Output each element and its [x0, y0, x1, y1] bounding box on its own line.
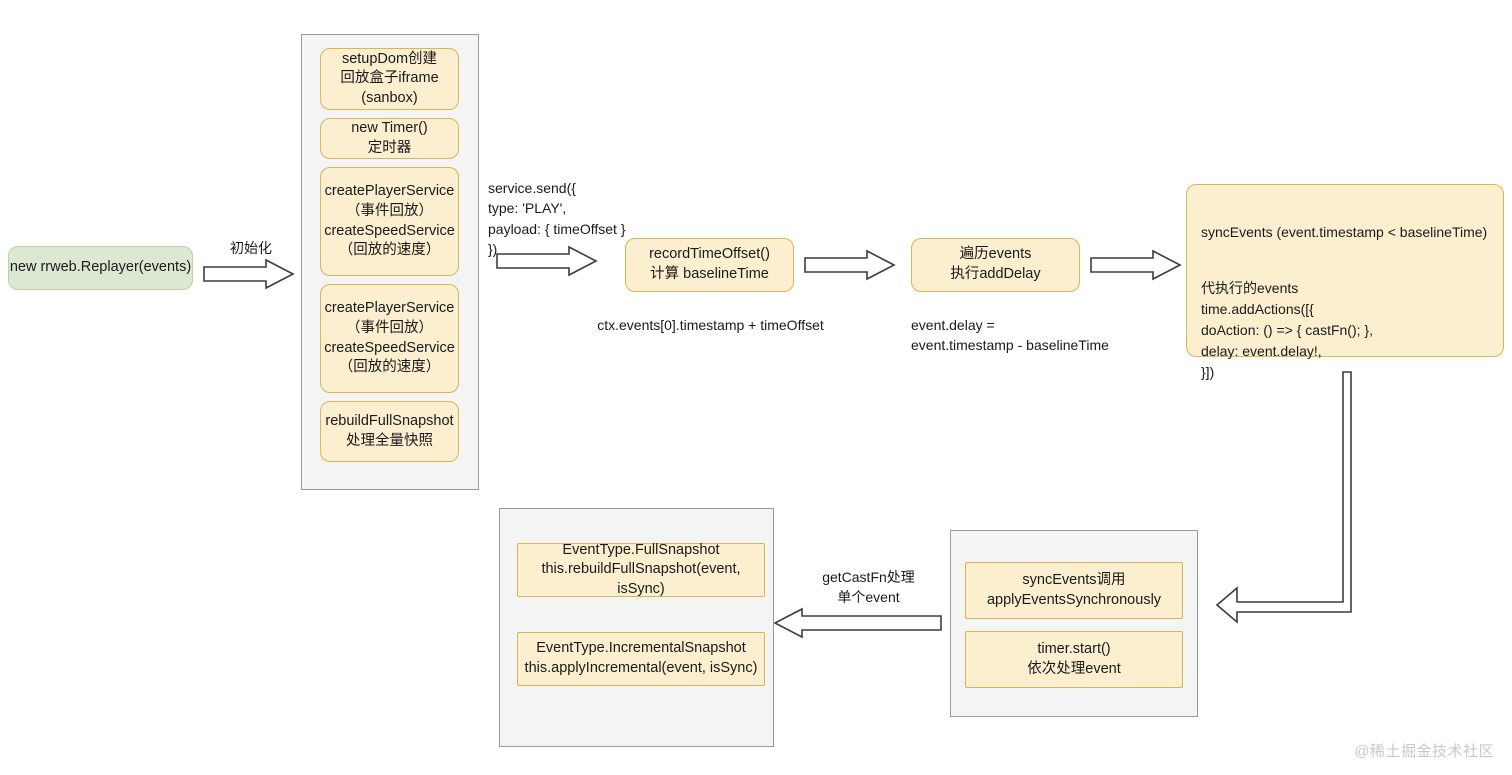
arrow-to-traverse-events: [804, 249, 896, 281]
arrow-to-sync-events: [1090, 249, 1182, 281]
timer-item-timer-start[interactable]: timer.start() 依次处理event: [965, 631, 1183, 688]
start-node-replayer[interactable]: new rrweb.Replayer(events): [8, 246, 193, 290]
note-event-delay: event.delay = event.timestamp - baseline…: [911, 317, 1109, 354]
watermark: @稀土掘金技术社区: [1354, 743, 1494, 760]
edge-label-service-send: service.send({ type: 'PLAY', payload: { …: [488, 180, 626, 257]
init-item-rebuild-full-snapshot[interactable]: rebuildFullSnapshot 处理全量快照: [320, 401, 459, 462]
sync-events-body: 代执行的events time.addActions([{ doAction: …: [1201, 280, 1373, 380]
step-traverse-events[interactable]: 遍历events 执行addDelay: [911, 238, 1080, 292]
timer-panel: [950, 530, 1198, 717]
init-item-create-services-2[interactable]: createPlayerService （事件回放） createSpeedSe…: [320, 284, 459, 393]
arrow-init: [203, 258, 295, 290]
handler-item-full-snapshot[interactable]: EventType.FullSnapshot this.rebuildFullS…: [517, 542, 765, 597]
timer-item-sync-events-call[interactable]: syncEvents调用 applyEventsSynchronously: [965, 562, 1183, 619]
sync-events-header: syncEvents (event.timestamp < baselineTi…: [1201, 224, 1488, 240]
step-record-time-offset[interactable]: recordTimeOffset() 计算 baselineTime: [625, 238, 794, 292]
handler-item-incremental-snapshot[interactable]: EventType.IncrementalSnapshot this.apply…: [517, 632, 765, 686]
sync-events-node[interactable]: syncEvents (event.timestamp < baselineTi…: [1186, 184, 1504, 380]
edge-label-init: 初始化: [230, 240, 272, 256]
init-item-new-timer[interactable]: new Timer() 定时器: [320, 118, 459, 159]
init-item-setup-dom[interactable]: setupDom创建 回放盒子iframe (sanbox): [320, 48, 459, 110]
note-ctx-events-timestamp: ctx.events[0].timestamp + timeOffset: [597, 317, 824, 333]
edge-label-get-cast-fn: getCastFn处理 单个event: [822, 569, 915, 606]
arrow-timer-to-handlers: [773, 607, 942, 639]
init-item-create-services-1[interactable]: createPlayerService （事件回放） createSpeedSe…: [320, 167, 459, 276]
